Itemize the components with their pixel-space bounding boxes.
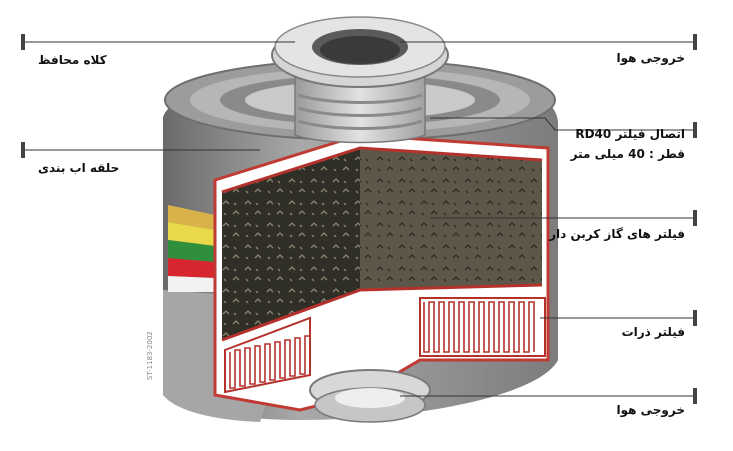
tick-right-1 <box>693 34 697 50</box>
label-protective-cap: کلاه محافظ <box>38 53 107 67</box>
label-carbon-gas-filter: فیلتر های گاز کربن دار <box>549 227 685 241</box>
tick-right-2 <box>693 122 697 138</box>
label-particle-filter: فیلتر ذرات <box>621 325 685 339</box>
carbon-filter-block <box>221 146 543 342</box>
tick-left-2 <box>21 142 25 158</box>
label-air-outlet-top: خروجی هوا <box>616 51 686 65</box>
leader-lines <box>25 41 693 397</box>
tick-right-4 <box>693 310 697 326</box>
color-bands <box>168 205 215 292</box>
particle-filter-pleats <box>224 297 546 394</box>
label-diameter: قطر : 40 میلی متر <box>570 147 685 161</box>
label-air-outlet-bottom: خروجی هوا <box>616 403 686 417</box>
part-number: ST-1183-2002 <box>146 331 154 380</box>
tick-right-3 <box>693 210 697 226</box>
label-rd40-connection: اتصال فیلتر RD40 <box>575 127 685 141</box>
tick-left-1 <box>21 34 25 50</box>
top-cap <box>271 16 449 144</box>
tick-right-5 <box>693 388 697 404</box>
bottom-outlet <box>309 369 431 423</box>
label-sealing-ring: حلقه اب بندی <box>38 161 120 175</box>
